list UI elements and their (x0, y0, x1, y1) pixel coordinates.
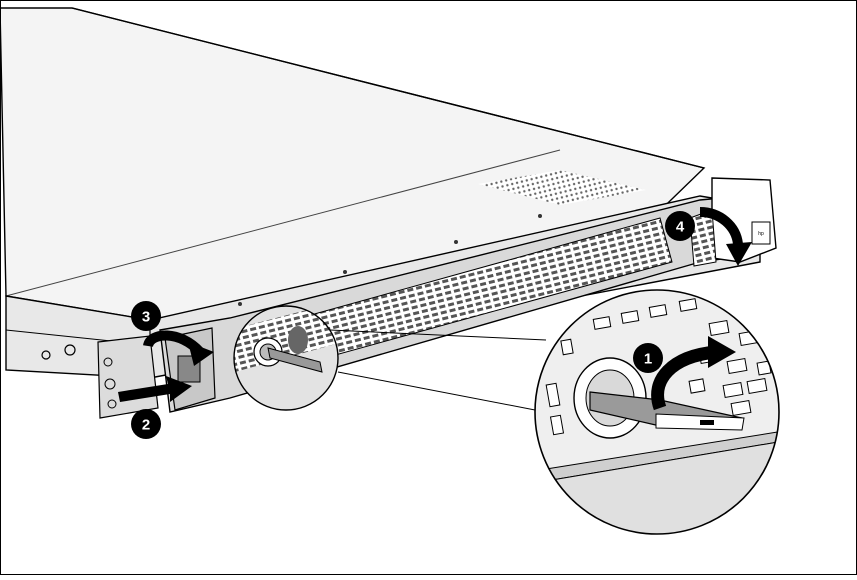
step-badge-1: 1 (633, 343, 663, 373)
svg-text:3: 3 (142, 309, 150, 326)
step-badges: 1 2 3 4 (131, 211, 695, 439)
lock-detail-source-circle (233, 305, 547, 411)
lock-detail-magnified (534, 289, 780, 535)
step-badge-3: 3 (131, 301, 161, 331)
top-vent-area (478, 170, 646, 205)
step-badge-2: 2 (131, 409, 161, 439)
svg-text:hp: hp (758, 231, 764, 237)
step-4-press-arrow (699, 207, 743, 245)
svg-text:1: 1 (644, 351, 652, 368)
step-badge-4: 4 (665, 211, 695, 241)
step-arrows (118, 207, 752, 402)
step-1-rotate-arrow (651, 345, 717, 411)
rack-mounting-ear (97, 335, 159, 419)
svg-text:4: 4 (676, 219, 685, 236)
step-2-push-arrow (118, 376, 192, 402)
svg-text:2: 2 (142, 417, 150, 434)
